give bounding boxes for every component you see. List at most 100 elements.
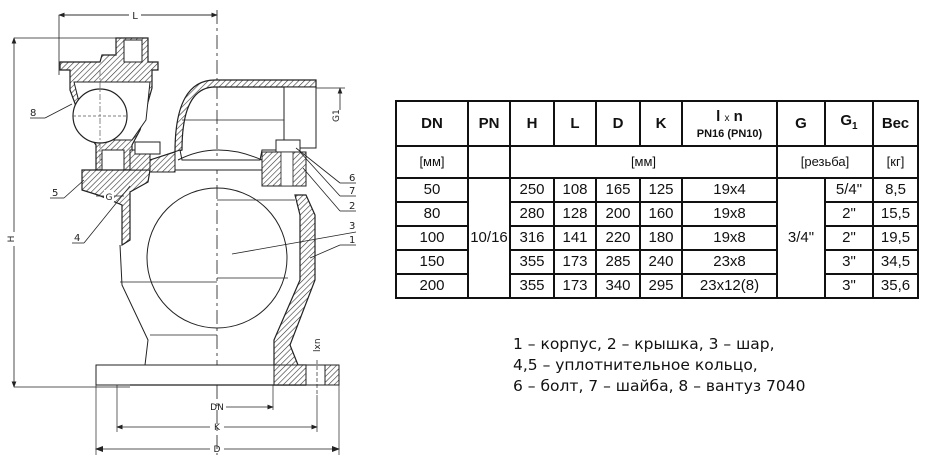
air-valve-assembly	[59, 37, 159, 171]
cell-l: 141	[553, 225, 597, 251]
cell-dn: 80	[395, 201, 469, 227]
dimension-D: D	[95, 385, 340, 455]
cell-k: 125	[639, 177, 683, 203]
dimension-label-K: K	[214, 423, 221, 433]
valve-cross-section-drawing: L H	[7, 9, 357, 455]
cell-lxn: 19x4	[681, 177, 778, 203]
cell-dn: 50	[395, 177, 469, 203]
cell-k: 295	[639, 273, 683, 299]
cell-d: 340	[595, 273, 641, 299]
header-lxn-l: l	[716, 107, 721, 125]
svg-text:1: 1	[349, 235, 355, 246]
dimension-H: H	[7, 37, 130, 388]
header-h: H	[509, 100, 555, 147]
cell-g1: 2"	[824, 225, 874, 251]
unit-weight: [кг]	[872, 145, 919, 179]
dimension-L: L	[58, 9, 218, 75]
cell-h: 316	[509, 225, 555, 251]
cell-g1: 2"	[824, 201, 874, 227]
unit-thread: [резьба]	[776, 145, 874, 179]
cell-weight: 8,5	[872, 177, 919, 203]
svg-text:4: 4	[74, 233, 80, 244]
cell-g1: 5/4"	[824, 177, 874, 203]
cell-dn: 200	[395, 273, 469, 299]
callout-6: 6	[295, 147, 356, 184]
cell-l: 108	[553, 177, 597, 203]
cell-weight: 34,5	[872, 249, 919, 275]
cell-g1: 3"	[824, 249, 874, 275]
svg-text:7: 7	[349, 186, 355, 197]
float-ball-main	[146, 187, 288, 329]
cell-h: 280	[509, 201, 555, 227]
unit-dn: [мм]	[395, 145, 469, 179]
cell-weight: 15,5	[872, 201, 919, 227]
header-lxn-n: n	[733, 107, 743, 125]
header-g: G	[776, 100, 826, 147]
callout-4: 4	[72, 185, 131, 244]
cell-pn: 10/16	[467, 177, 511, 299]
dimension-label-G: G	[106, 193, 113, 203]
callout-3: 3	[231, 221, 357, 255]
dimension-G: G	[96, 190, 124, 203]
cell-weight: 35,6	[872, 273, 919, 299]
dimension-G1: G1	[316, 87, 345, 122]
header-lxn-x: x	[724, 112, 730, 124]
header-lxn-pressure: PN16 (PN10)	[696, 127, 763, 140]
dimension-K: K	[116, 385, 318, 433]
dimension-lxn: lxn	[313, 338, 323, 395]
cell-lxn: 19x8	[681, 225, 778, 251]
callout-5: 5	[50, 179, 85, 199]
callout-2: 2	[302, 167, 356, 212]
dimension-label-D: D	[214, 445, 221, 455]
header-row: DN PN H L D K l x n PN16 (PN10) G G1 Вес	[395, 100, 919, 147]
cell-l: 173	[553, 273, 597, 299]
specifications-table: DN PN H L D K l x n PN16 (PN10) G G1 Вес…	[395, 100, 919, 299]
cell-k: 240	[639, 249, 683, 275]
cell-weight: 19,5	[872, 225, 919, 251]
dimension-label-lxn: lxn	[313, 338, 323, 352]
cell-lxn: 23x8	[681, 249, 778, 275]
dimension-label-L: L	[132, 11, 138, 22]
cell-dn: 150	[395, 249, 469, 275]
svg-text:8: 8	[30, 108, 36, 119]
table-row: 150 355 173 285 240 23x8 3" 34,5	[395, 249, 919, 275]
legend-line: 4,5 – уплотнительное кольцо,	[513, 356, 758, 374]
cell-dn: 100	[395, 225, 469, 251]
cell-h: 250	[509, 177, 555, 203]
table-row: 100 316 141 220 180 19x8 2" 19,5	[395, 225, 919, 251]
header-g1: G1	[824, 100, 874, 147]
parts-legend: 1 – корпус, 2 – крышка, 3 – шар, 4,5 – у…	[513, 334, 805, 397]
cell-lxn: 19x8	[681, 201, 778, 227]
header-l: L	[553, 100, 597, 147]
callout-1: 1	[309, 235, 356, 259]
svg-text:3: 3	[349, 221, 355, 232]
cell-h: 355	[509, 249, 555, 275]
valve-body	[81, 79, 340, 386]
cell-l: 173	[553, 249, 597, 275]
header-pn: PN	[467, 100, 511, 147]
cell-d: 285	[595, 249, 641, 275]
cell-g1: 3"	[824, 273, 874, 299]
svg-text:2: 2	[349, 201, 355, 212]
table-row: 200 355 173 340 295 23x12(8) 3" 35,6	[395, 273, 919, 299]
header-lxn: l x n PN16 (PN10)	[681, 100, 778, 147]
legend-line: 1 – корпус, 2 – крышка, 3 – шар,	[513, 335, 775, 353]
header-k: K	[639, 100, 683, 147]
cell-k: 180	[639, 225, 683, 251]
cell-d: 200	[595, 201, 641, 227]
header-dn: DN	[395, 100, 469, 147]
dimension-label-H: H	[7, 236, 17, 243]
svg-text:6: 6	[349, 173, 355, 184]
table-row: 50 10/16 250 108 165 125 19x4 3/4" 5/4" …	[395, 177, 919, 299]
cell-g: 3/4"	[776, 177, 826, 299]
dimension-DN: DN	[210, 385, 274, 413]
cell-h: 355	[509, 273, 555, 299]
header-d: D	[595, 100, 641, 147]
header-weight: Вес	[872, 100, 919, 147]
legend-line: 6 – болт, 7 – шайба, 8 – вантуз 7040	[513, 377, 806, 395]
callout-8: 8	[30, 103, 73, 119]
table-row: 80 280 128 200 160 19x8 2" 15,5	[395, 201, 919, 227]
cell-d: 165	[595, 177, 641, 203]
cell-lxn: 23x12(8)	[681, 273, 778, 299]
unit-dims: [мм]	[509, 145, 778, 179]
